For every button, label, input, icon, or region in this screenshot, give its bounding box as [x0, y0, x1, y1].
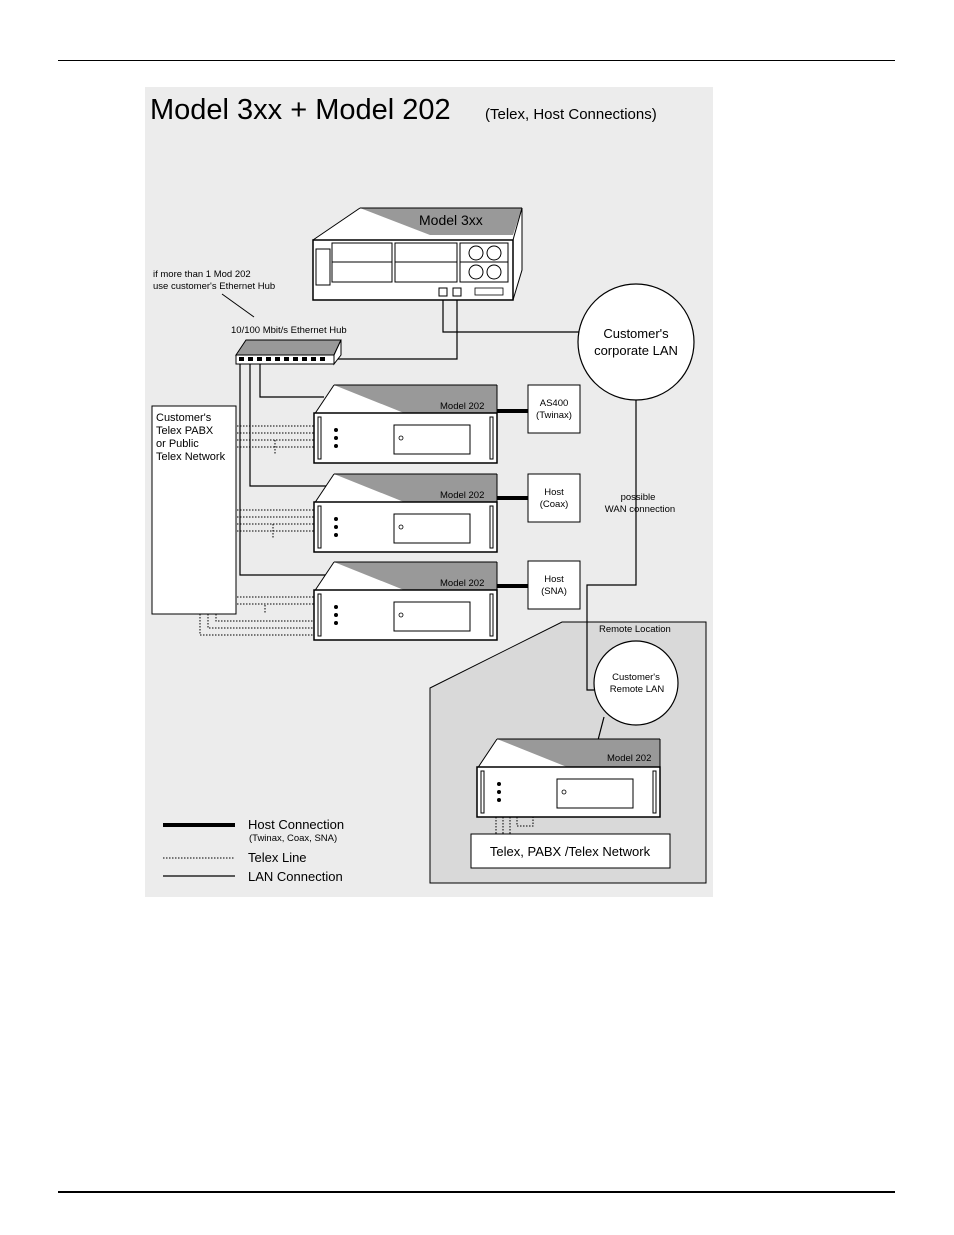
remote-lan-circle: [593, 640, 679, 726]
top-rule: [58, 60, 895, 61]
host-connections: [497, 409, 528, 588]
host-sna-line2: (SNA): [541, 586, 567, 597]
remote-lan-line1: Customer's: [612, 672, 660, 683]
model-202-unit-1: [313, 384, 498, 464]
corporate-lan-line1: Customer's: [603, 326, 669, 341]
hub-label: 10/100 Mbit/s Ethernet Hub: [231, 325, 347, 336]
wan-note-line1: possible: [621, 492, 656, 503]
model-202-label-2: Model 202: [440, 490, 484, 501]
model-3xx-label: Model 3xx: [419, 212, 483, 228]
model-202-unit-2: [313, 473, 498, 553]
telex-lines: [199, 425, 534, 835]
legend-host-label: Host Connection: [248, 817, 344, 832]
bottom-rule: [58, 1191, 895, 1193]
host-sna-line1: Host: [544, 574, 564, 585]
wan-note-line2: WAN connection: [605, 504, 675, 515]
remote-telex-network-label: Telex, PABX /Telex Network: [490, 844, 651, 859]
lan-connections: [239, 297, 637, 741]
corporate-lan-circle: [577, 283, 695, 401]
model-202-unit-remote: [476, 738, 661, 818]
remote-lan-line2: Remote LAN: [610, 684, 665, 695]
model-202-label-1: Model 202: [440, 401, 484, 412]
legend-host-sublabel: (Twinax, Coax, SNA): [249, 833, 337, 844]
diagram-subtitle: (Telex, Host Connections): [485, 106, 657, 123]
telex-box-line4: Telex Network: [156, 451, 226, 463]
remote-telex-network-box: [470, 833, 671, 869]
telex-network-box: [151, 405, 237, 615]
host-coax-line2: (Coax): [540, 499, 569, 510]
host-as400-line2: (Twinax): [536, 410, 572, 421]
model-202-unit-3: [313, 561, 498, 641]
telex-box-line2: Telex PABX: [156, 425, 214, 437]
legend-telex-label: Telex Line: [248, 850, 307, 865]
legend: Host Connection (Twinax, Coax, SNA) Tele…: [163, 817, 344, 884]
remote-location-label: Remote Location: [599, 624, 671, 635]
telex-box-line3: or Public: [156, 438, 199, 450]
model-202-label-3: Model 202: [440, 578, 484, 589]
host-coax-line1: Host: [544, 487, 564, 498]
diagram-title: Model 3xx + Model 202: [150, 94, 451, 126]
host-as400-line1: AS400: [540, 398, 569, 409]
hub-note-line1: if more than 1 Mod 202: [153, 269, 251, 280]
corporate-lan-line2: corporate LAN: [594, 343, 678, 358]
host-box-coax: [527, 473, 581, 523]
model-202-label-remote: Model 202: [607, 753, 651, 764]
telex-box-line1: Customer's: [156, 412, 212, 424]
legend-lan-label: LAN Connection: [248, 869, 343, 884]
ethernet-hub: [235, 339, 342, 366]
hub-note-line2: use customer's Ethernet Hub: [153, 281, 275, 292]
model-3xx-server: [312, 207, 523, 301]
host-box-sna: [527, 560, 581, 610]
host-box-as400: [527, 384, 581, 434]
hub-note-pointer: [221, 293, 255, 318]
